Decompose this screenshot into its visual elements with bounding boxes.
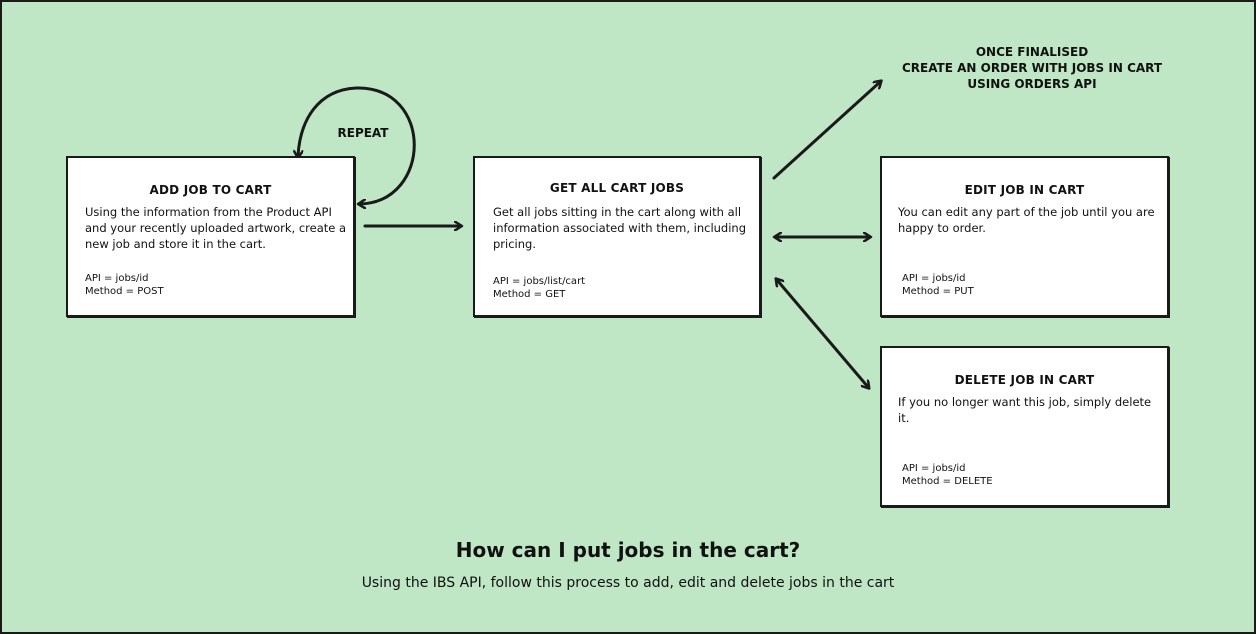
diagram-subheading: Using the IBS API, follow this process t…	[361, 575, 895, 591]
add-job-title: ADD JOB TO CART	[149, 183, 272, 197]
get-cart-jobs-description: Get all jobs sitting in the cart along w…	[493, 205, 747, 251]
delete-job-api-info: API = jobs/id Method = DELETE	[902, 462, 993, 488]
delete-job-api: API = jobs/id	[902, 463, 966, 474]
repeat-label: REPEAT	[337, 126, 389, 140]
diagram-heading: How can I put jobs in the cart?	[455, 538, 801, 562]
get-cart-jobs-box: GET ALL CART JOBS Get all jobs sitting i…	[473, 156, 761, 317]
edit-job-api: API = jobs/id	[902, 273, 966, 284]
get-delete-arrow	[777, 280, 868, 387]
get-cart-jobs-method: Method = GET	[493, 289, 566, 300]
add-job-method: Method = POST	[85, 286, 164, 297]
edit-job-api-info: API = jobs/id Method = PUT	[902, 272, 974, 298]
order-note-line-3: USING ORDERS API	[967, 77, 1097, 91]
get-cart-jobs-api-info: API = jobs/list/cart Method = GET	[493, 275, 585, 301]
order-note: ONCE FINALISED CREATE AN ORDER WITH JOBS…	[892, 44, 1172, 92]
delete-job-box: DELETE JOB IN CART If you no longer want…	[880, 346, 1169, 507]
delete-job-description: If you no longer want this job, simply d…	[898, 395, 1152, 425]
get-to-order-arrow	[772, 82, 880, 180]
repeat-loop-arrow	[298, 86, 416, 204]
add-job-api-info: API = jobs/id Method = POST	[85, 272, 164, 298]
delete-job-title: DELETE JOB IN CART	[954, 373, 1095, 387]
edit-job-box: EDIT JOB IN CART You can edit any part o…	[880, 156, 1169, 317]
order-note-line-2: CREATE AN ORDER WITH JOBS IN CART	[901, 61, 1163, 75]
get-cart-jobs-api: API = jobs/list/cart	[493, 276, 586, 287]
edit-job-description: You can edit any part of the job until y…	[898, 205, 1155, 235]
edit-job-title: EDIT JOB IN CART	[964, 183, 1085, 197]
get-cart-jobs-title: GET ALL CART JOBS	[549, 181, 685, 195]
order-note-line-1: ONCE FINALISED	[975, 45, 1089, 59]
edit-job-method: Method = PUT	[902, 286, 974, 297]
add-job-api: API = jobs/id	[85, 273, 149, 284]
add-job-description: Using the information from the Product A…	[85, 205, 347, 251]
delete-job-method: Method = DELETE	[902, 476, 993, 487]
add-job-box: ADD JOB TO CART Using the information fr…	[66, 156, 355, 317]
